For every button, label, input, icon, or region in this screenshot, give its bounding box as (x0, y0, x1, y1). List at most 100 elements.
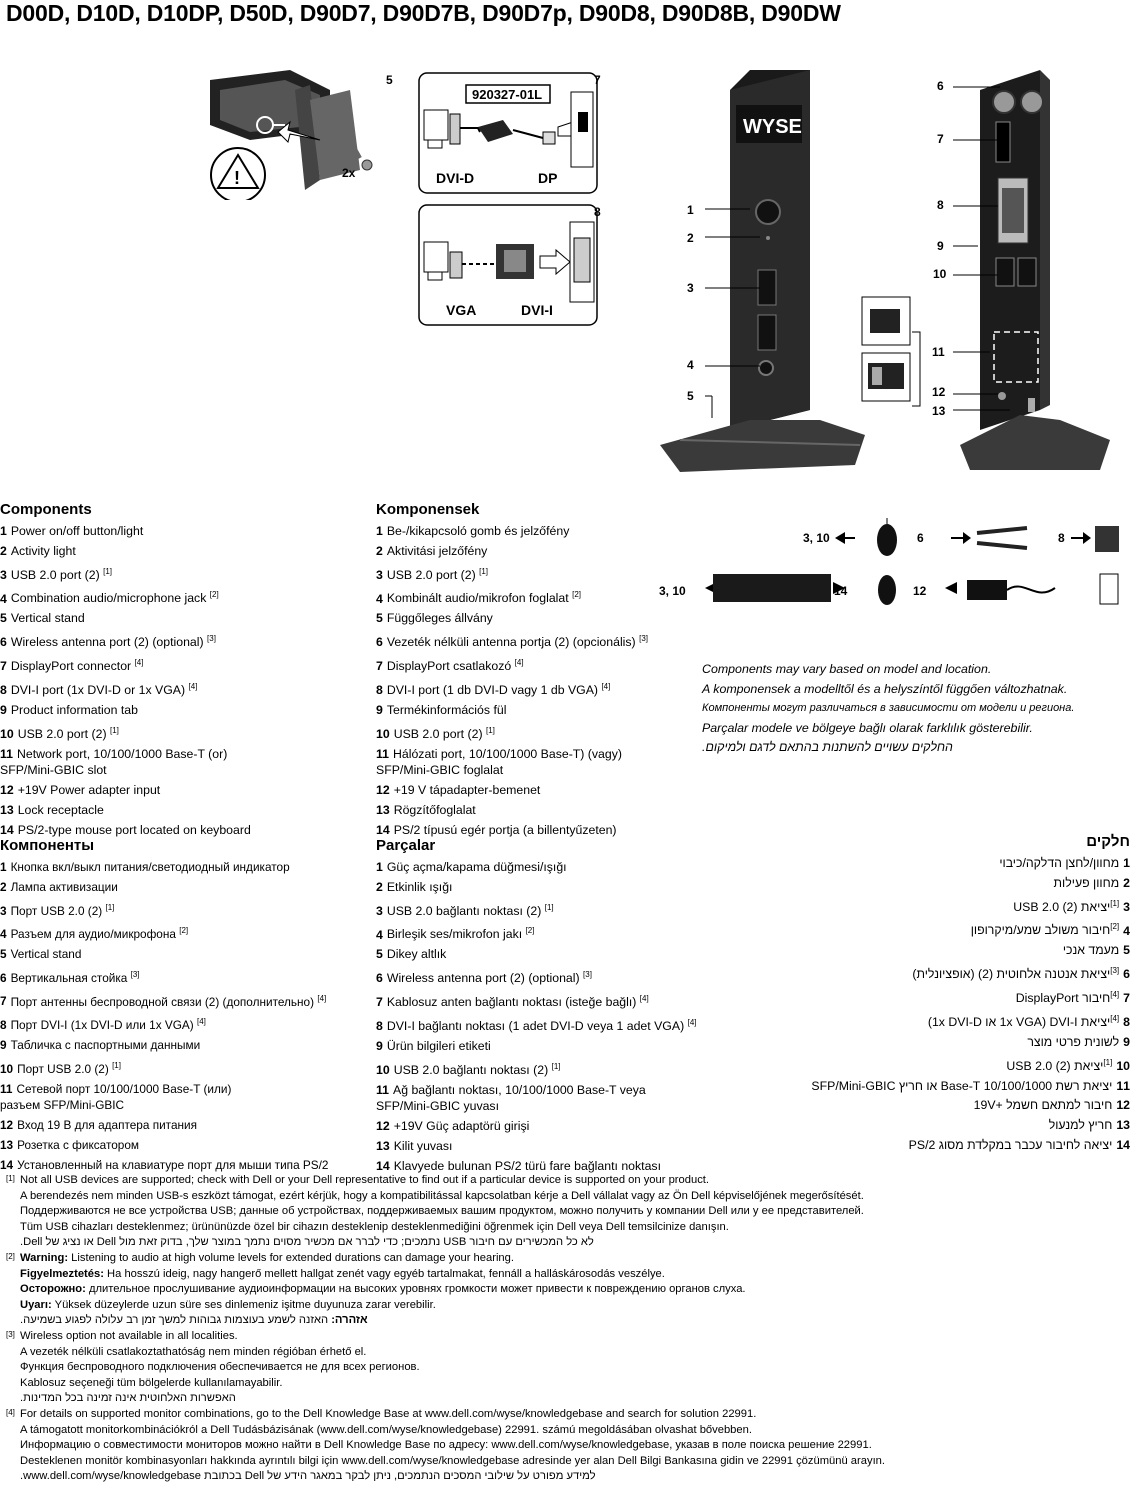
footnote-ref: [3] (1110, 966, 1120, 976)
component-label: Power on/off button/light (10, 524, 144, 538)
component-label: Установленный на клавиатуре порт для мыш… (17, 1157, 329, 1172)
stand-screw-illustration: 2x ! (210, 70, 410, 200)
component-item: 1מחוון/לחצן הדלקה/כיבוי (760, 854, 1130, 874)
note-he: החלקים עשויים להשתנות בהתאם לדגם ולמיקום… (702, 740, 953, 754)
component-label-cont: SFP/Mini-GBIC slot (0, 763, 107, 778)
footnote: [4]For details on supported monitor comb… (6, 1407, 1130, 1485)
component-number: 3 (0, 567, 7, 582)
acc-callout-ps2: 14 (834, 584, 848, 598)
component-label: Wireless antenna port (2) (optional) (10, 635, 204, 650)
component-number: 11 (376, 746, 389, 761)
footnote-text: A berendezés nem minden USB-s eszközt tá… (20, 1189, 864, 1202)
footnote-line: Warning: Listening to audio at high volu… (20, 1251, 1130, 1267)
footnote-line: A vezeték nélküli csatlakoztathatóság ne… (20, 1345, 1130, 1361)
component-label: יציאת רשת 10/100/1000 Base-T או חריץ SFP… (811, 1078, 1113, 1093)
component-label: USB 2.0 bağlantı noktası (2) (386, 903, 542, 918)
component-label: +19V Güç adaptörü girişi (393, 1119, 530, 1134)
callout-5: 5 (687, 389, 694, 403)
component-number: 1 (0, 524, 7, 538)
note-hu: A komponensek a modelltől és a helyszínt… (702, 681, 1068, 696)
acc-callout-adapter: 8 (1058, 531, 1065, 545)
component-number: 3 (376, 903, 383, 918)
footnote-label: אזהרה: (331, 1314, 368, 1327)
footnote-mark: [3] (6, 1329, 15, 1339)
footnote-line: Осторожно: длительное прослушивание ауди… (20, 1282, 1130, 1298)
callout-3: 3 (687, 281, 694, 295)
component-label: Network port, 10/100/1000 Base-T (or) (17, 746, 228, 761)
footnote-text: Поддерживаются не все устройства USB; да… (20, 1205, 864, 1218)
component-label: Termékinformációs fül (386, 702, 507, 717)
component-number: 1 (376, 524, 383, 538)
component-label: Aktivitási jelzőfény (386, 543, 488, 558)
component-number: 6 (376, 635, 383, 650)
component-number: 4 (0, 591, 7, 606)
footnote-text: האפשרות האלחוטית אינה זמינה בכל המדינות. (20, 1392, 236, 1405)
component-number: 14 (1116, 1137, 1130, 1152)
component-label: Birleşik ses/mikrofon jakı (386, 927, 523, 942)
wyse-logo: WYSE (743, 116, 802, 138)
front-callout-lines (705, 208, 760, 418)
component-number: 13 (376, 802, 390, 817)
component-label: יציאת USB 2.0 (2) (1013, 899, 1111, 914)
variation-notes: Components may vary based on model and l… (702, 660, 1074, 758)
component-label: Табличка с паспортными данными (10, 1037, 201, 1052)
component-number: 1 (1123, 856, 1130, 870)
component-number: 1 (0, 860, 7, 874)
footnote-ref: [4] (687, 1017, 697, 1027)
component-label: Лампа активизации (10, 879, 118, 894)
component-label: Activity light (10, 543, 76, 558)
component-item: 14יציאה לחיבור עכבר במקלדת מסוג PS/2 (760, 1136, 1130, 1156)
component-label: Порт антенны беспроводной связи (2) (доп… (10, 994, 315, 1009)
component-label: Вертикальная стойка (10, 970, 128, 985)
footnote-text: לא כל המכשירים עם חיבור USB נתמכים; כדי … (20, 1236, 594, 1249)
footnote-mark: [2] (6, 1251, 15, 1261)
component-label: Product information tab (10, 702, 138, 717)
footnote-line: Figyelmeztetés: Ha hosszú ideig, nagy ha… (20, 1267, 1130, 1283)
callout-8: 8 (937, 198, 944, 212)
component-label: Be-/kikapcsoló gomb és jelzőfény (386, 524, 570, 538)
component-item: 12+19 V tápadapter-bemenet (376, 781, 706, 801)
component-number: 11 (0, 746, 13, 761)
component-number: 8 (0, 1018, 7, 1033)
component-number: 4 (376, 927, 383, 942)
acc-callout-keyboard: 3, 10 (659, 584, 686, 598)
footnote-text: האזנה לשמע בעוצמות גבוהות למשך זמן רב על… (20, 1314, 329, 1327)
component-label: Vertical stand (10, 611, 85, 626)
component-label: USB 2.0 port (2) (17, 726, 107, 741)
component-number: 5 (1123, 943, 1130, 958)
footnote-line: Tüm USB cihazları desteklenmez; ürününüz… (20, 1220, 1130, 1236)
back-callout-lines (953, 86, 1010, 411)
footnote-ref: [4] (1110, 990, 1120, 1000)
component-number: 5 (376, 611, 383, 626)
footnote-line: A támogatott monitorkombinációkról a Del… (20, 1423, 1130, 1439)
component-number: 13 (0, 1137, 14, 1152)
component-label-cont: SFP/Mini-GBIC foglalat (376, 763, 504, 778)
dvi-dp-adapter-illustration: 920327-01L DVI-D DP (418, 72, 598, 194)
footnote-text: Desteklenen monitör kombinasyonları hakk… (20, 1454, 886, 1467)
component-number: 12 (1116, 1098, 1130, 1113)
footnote-line: Поддерживаются не все устройства USB; да… (20, 1204, 1130, 1220)
component-number: 14 (0, 1157, 14, 1172)
component-number: 13 (0, 802, 14, 817)
component-item: 4[2]חיבור משולב שמע/מיקרופון (760, 917, 1130, 941)
footnote-line: למידע מפורט על שילובי המסכים הנתמכים, ני… (20, 1469, 1130, 1485)
component-label: Vezeték nélküli antenna portja (2) (opci… (386, 635, 636, 650)
component-number: 3 (376, 567, 383, 582)
